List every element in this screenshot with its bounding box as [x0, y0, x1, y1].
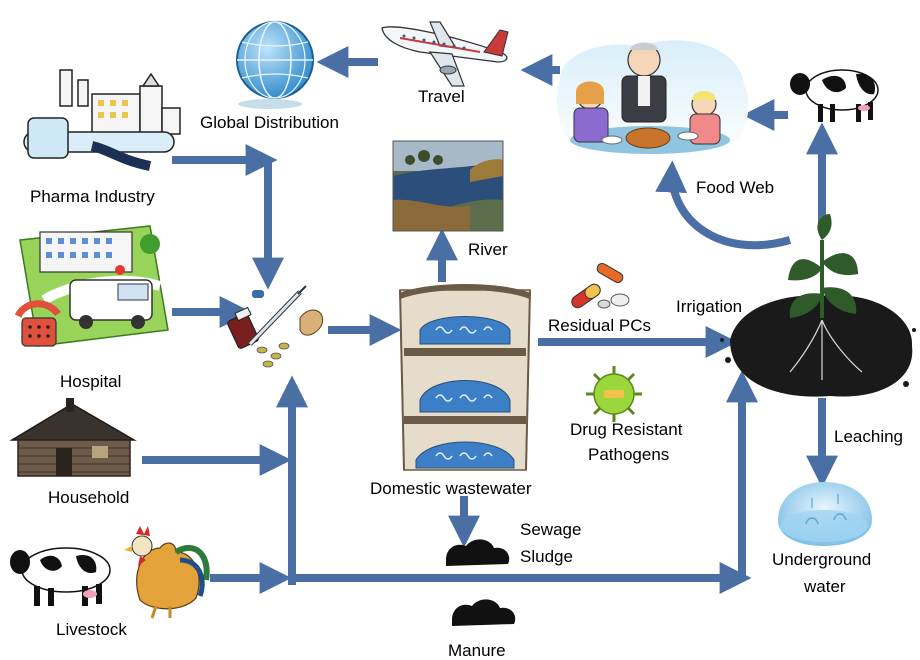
- factory-icon: [23, 69, 181, 171]
- label-sewage: Sewage: [520, 520, 581, 539]
- river-photo: [392, 140, 504, 232]
- medicine-icon: [227, 285, 324, 368]
- label-pharma-industry: Pharma Industry: [30, 187, 155, 206]
- pathogen-icon: [586, 366, 642, 422]
- label-hospital: Hospital: [60, 372, 121, 391]
- label-river: River: [468, 240, 508, 259]
- label-residual-pcs: Residual PCs: [548, 316, 651, 335]
- water-drop-icon: [778, 482, 872, 546]
- label-drug-resistant-1: Drug Resistant: [570, 420, 683, 439]
- label-underground-1: Underground: [772, 550, 871, 569]
- label-livestock: Livestock: [56, 620, 127, 639]
- pills-icon: [571, 263, 630, 309]
- hospital-icon: [14, 225, 169, 347]
- rooster-icon: [124, 526, 210, 619]
- label-domestic-wastewater: Domestic wastewater: [370, 479, 532, 498]
- cow-icon-top: [790, 69, 879, 122]
- label-sludge: Sludge: [520, 547, 573, 566]
- label-irrigation: Irrigation: [676, 297, 742, 316]
- label-food-web: Food Web: [696, 178, 774, 197]
- house-icon: [9, 398, 137, 477]
- label-leaching: Leaching: [834, 427, 903, 446]
- label-drug-resistant-2: Pathogens: [588, 445, 669, 464]
- label-global-distribution: Global Distribution: [200, 113, 339, 132]
- label-underground-2: water: [803, 577, 846, 596]
- plant-icon: [720, 214, 916, 397]
- flow-arrows: [142, 46, 838, 594]
- globe-icon: [236, 21, 314, 109]
- cow-icon: [10, 547, 111, 606]
- sludge-icon: [446, 539, 510, 566]
- label-household: Household: [48, 488, 129, 507]
- airplane-icon: [381, 21, 509, 87]
- label-manure: Manure: [448, 641, 506, 660]
- label-travel: Travel: [418, 87, 465, 106]
- manure-icon: [452, 599, 516, 626]
- family-dinner-icon: [556, 40, 749, 158]
- arrow-food-web: [655, 160, 792, 250]
- wastewater-plant-icon: [398, 284, 532, 471]
